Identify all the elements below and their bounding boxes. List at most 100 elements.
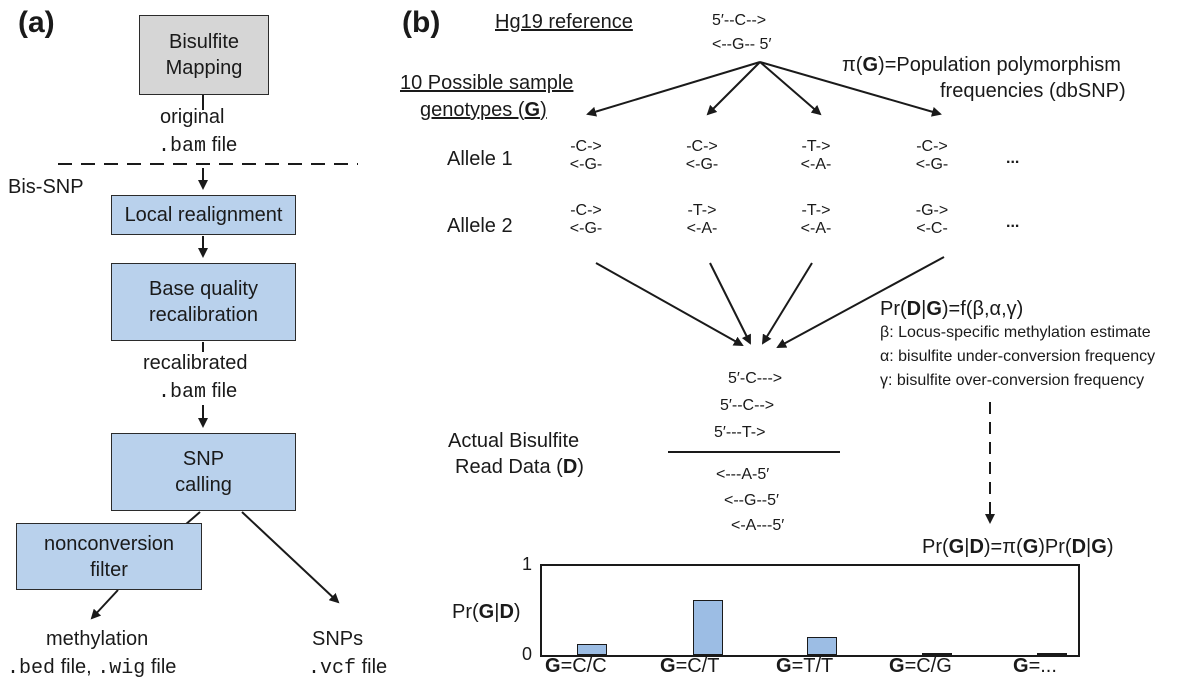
post-pr2: )Pr( bbox=[1038, 536, 1072, 558]
allele2-g3: -T-> <-A- bbox=[796, 202, 836, 238]
cat-ct-G: G bbox=[660, 655, 676, 677]
arrow-ref-to-g3 bbox=[759, 61, 822, 116]
allele2-g3-bottom: <-A- bbox=[800, 220, 832, 237]
snp-line-2: calling bbox=[175, 474, 232, 496]
x-category-cg: G=C/G bbox=[889, 655, 952, 678]
allele1-ellipsis: ... bbox=[1006, 150, 1020, 167]
pr-G: G bbox=[926, 298, 942, 320]
recalibrated-label: recalibrated bbox=[143, 352, 248, 374]
pi-text: )=Population polymorphism bbox=[878, 54, 1121, 76]
ylabel-bar: | bbox=[494, 601, 500, 623]
post-G: G bbox=[948, 536, 965, 558]
snp-calling-box: SNP calling bbox=[111, 433, 296, 511]
panel-a-label: (a) bbox=[18, 6, 55, 39]
genotypes-G: G bbox=[524, 99, 541, 121]
post-G3: G bbox=[1091, 536, 1107, 558]
allele1-g3-bottom: <-A- bbox=[800, 156, 832, 173]
pr-bar: | bbox=[921, 298, 927, 320]
gamma-definition: γ: bisulfite over-conversion frequency bbox=[880, 372, 1145, 389]
panel-b-label: (b) bbox=[402, 6, 441, 39]
pi-open: π( bbox=[842, 54, 863, 76]
allele1-g1: -C-> <-G- bbox=[566, 138, 606, 174]
arrow-g1-to-data bbox=[595, 262, 744, 346]
bed-ext: .bed bbox=[7, 657, 56, 680]
allele2-g1: -C-> <-G- bbox=[566, 202, 606, 238]
snp-line-1: SNP bbox=[182, 448, 225, 470]
allele1-g4-top: -C-> bbox=[916, 138, 948, 155]
bis-snp-label: Bis-SNP bbox=[8, 176, 84, 198]
mapping-line-2: Mapping bbox=[165, 57, 243, 79]
allele1-g1-top: -C-> bbox=[570, 138, 602, 155]
realignment-label: Local realignment bbox=[124, 204, 283, 226]
post-D2: D bbox=[1071, 536, 1087, 558]
post-bar2: | bbox=[1086, 536, 1092, 558]
filter-line-1: nonconversion bbox=[43, 532, 175, 555]
y-tick-label-1: 1 bbox=[522, 554, 533, 574]
wig-ext: .wig bbox=[97, 657, 146, 680]
allele2-g2-bottom: <-A- bbox=[686, 220, 718, 237]
bar-0 bbox=[577, 644, 607, 655]
chart-frame bbox=[540, 564, 1080, 657]
read-data-D: D bbox=[562, 456, 578, 478]
bam-ext-2: .bam bbox=[158, 381, 207, 404]
mapping-line-1: Bisulfite bbox=[168, 31, 240, 53]
allele1-g3-top: -T-> bbox=[801, 138, 831, 155]
hg19-reference-label: Hg19 reference bbox=[495, 11, 633, 33]
read-top-1: 5′-C---> bbox=[728, 370, 783, 387]
arrow-ref-to-g4 bbox=[759, 61, 942, 117]
arrow-g2-to-data bbox=[709, 262, 751, 345]
beta-definition: β: Locus-specific methylation estimate bbox=[880, 324, 1151, 341]
y-tick-label-0: 0 bbox=[522, 644, 533, 664]
cat-cg-text: =C/G bbox=[904, 655, 952, 677]
local-realignment-box: Local realignment bbox=[111, 195, 296, 235]
possible-genotypes-line-2: genotypes (G) bbox=[420, 99, 547, 122]
file-word: file bbox=[206, 134, 238, 156]
ylabel-open: Pr( bbox=[452, 601, 479, 623]
allele1-g4: -C-> <-G- bbox=[912, 138, 952, 174]
allele2-g2-top: -T-> bbox=[687, 202, 717, 219]
arrow-to-methylation bbox=[90, 589, 119, 620]
possible-genotypes-line-1: 10 Possible sample bbox=[400, 72, 574, 94]
read-bottom-3: <-A---5′ bbox=[731, 517, 785, 534]
likelihood-formula: Pr(D|G)=f(β,α,γ) bbox=[880, 298, 1023, 321]
cat-more-G: G bbox=[1013, 655, 1029, 677]
recal-line-1: Base quality bbox=[149, 278, 258, 300]
methylation-files-label: .bed file, .wig file bbox=[7, 656, 176, 680]
bam-ext: .bam bbox=[158, 135, 207, 158]
post-pi: )=π( bbox=[983, 536, 1023, 558]
genotypes-text: genotypes ( bbox=[420, 99, 525, 121]
actual-read-data-line-1: Actual Bisulfite bbox=[448, 430, 580, 452]
ref-bottom-strand: <--G-- 5′ bbox=[712, 36, 772, 53]
allele2-g2: -T-> <-A- bbox=[682, 202, 722, 238]
snps-label: SNPs bbox=[312, 628, 364, 650]
read-bottom-2: <--G--5′ bbox=[724, 492, 779, 509]
bed-file-word: file, bbox=[55, 656, 98, 678]
x-category-tt: G=T/T bbox=[776, 655, 833, 678]
actual-read-data-line-2: Read Data (D) bbox=[455, 456, 584, 479]
allele2-g1-bottom: <-G- bbox=[569, 220, 603, 237]
post-G2: G bbox=[1022, 536, 1039, 558]
population-polymorphism-line-2: frequencies (dbSNP) bbox=[940, 80, 1126, 102]
allele1-g1-bottom: <-G- bbox=[569, 156, 603, 173]
vcf-file-label: .vcf file bbox=[308, 656, 387, 680]
cat-tt-G: G bbox=[776, 655, 792, 677]
read-bottom-1: <---A-5′ bbox=[716, 466, 770, 483]
base-quality-recalibration-box: Base quality recalibration bbox=[111, 263, 296, 341]
allele2-g4-bottom: <-C- bbox=[916, 220, 948, 237]
allele-1-label: Allele 1 bbox=[447, 148, 513, 170]
post-D: D bbox=[969, 536, 984, 558]
read-top-2: 5′--C--> bbox=[720, 397, 775, 414]
cat-cg-G: G bbox=[889, 655, 905, 677]
post-pr-open: Pr( bbox=[922, 536, 949, 558]
cat-more-text: =... bbox=[1028, 655, 1057, 677]
allele2-ellipsis: ... bbox=[1006, 214, 1020, 231]
cat-tt-text: =T/T bbox=[791, 655, 834, 677]
wig-file-word: file bbox=[145, 656, 177, 678]
vcf-ext: .vcf bbox=[308, 657, 357, 680]
allele1-g3: -T-> <-A- bbox=[796, 138, 836, 174]
cat-ct-text: =C/T bbox=[675, 655, 720, 677]
allele-2-label: Allele 2 bbox=[447, 215, 513, 237]
recalibrated-file-label: .bam file bbox=[158, 380, 237, 404]
snp-to-filter-line bbox=[184, 511, 201, 526]
